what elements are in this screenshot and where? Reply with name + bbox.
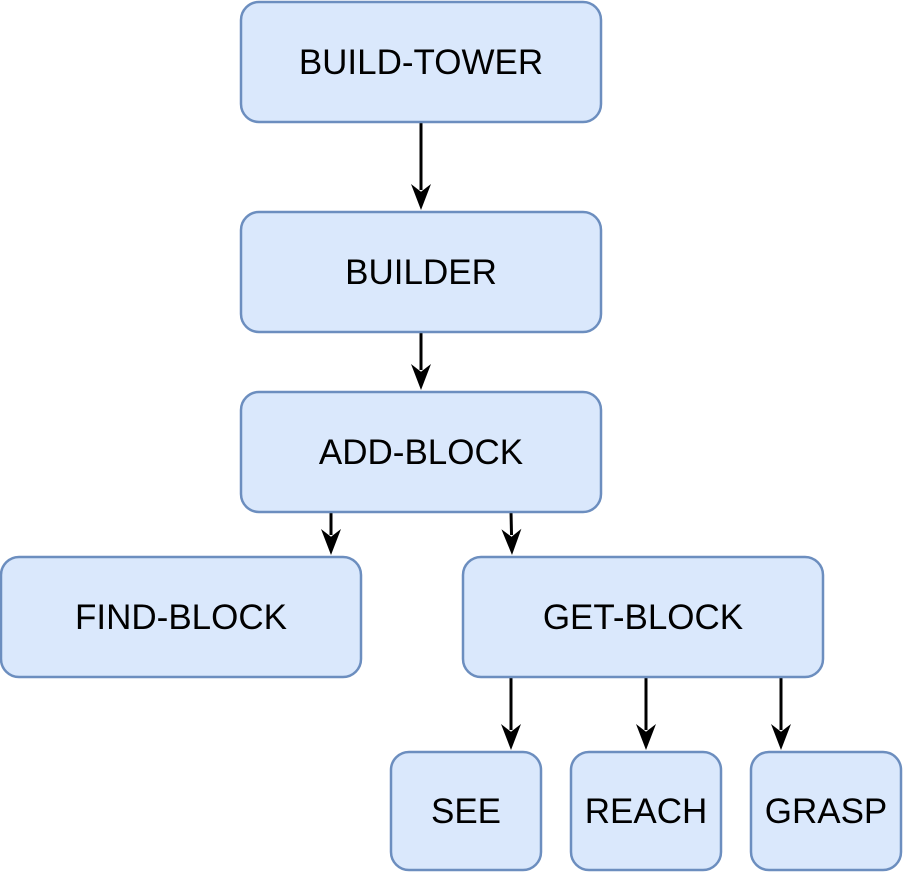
node-box-builder <box>239 210 603 334</box>
edge-get-block-to-reach <box>636 677 656 750</box>
node-label-add-block: ADD-BLOCK <box>319 433 523 472</box>
arrowhead-icon <box>321 529 341 555</box>
node-build-tower: BUILD-TOWER <box>239 0 603 124</box>
node-label-build-tower: BUILD-TOWER <box>299 43 543 82</box>
edge-add-block-to-get-block <box>501 511 522 555</box>
node-label-builder: BUILDER <box>345 253 497 292</box>
node-builder: BUILDER <box>239 210 603 334</box>
node-box-build-tower <box>239 0 603 124</box>
arrowhead-icon <box>771 724 791 750</box>
node-get-block: GET-BLOCK <box>461 555 825 679</box>
edges-layer <box>321 122 791 750</box>
edge-get-block-to-grasp <box>771 677 791 750</box>
arrowhead-icon <box>636 724 656 750</box>
edge-get-block-to-see <box>501 677 521 750</box>
node-label-reach: REACH <box>585 792 708 831</box>
edge-build-tower-to-builder <box>411 122 431 210</box>
arrowhead-icon <box>411 364 431 390</box>
node-label-see: SEE <box>431 792 501 831</box>
edge-line <box>509 511 514 536</box>
edge-add-block-to-find-block <box>321 512 341 555</box>
node-box-grasp <box>749 750 903 872</box>
node-label-grasp: GRASP <box>765 792 888 831</box>
node-reach: REACH <box>569 750 723 872</box>
arrowhead-icon <box>411 184 431 210</box>
arrowhead-icon <box>501 528 522 555</box>
node-label-get-block: GET-BLOCK <box>543 598 743 637</box>
node-box-find-block <box>0 555 363 679</box>
node-see: SEE <box>389 750 543 872</box>
node-add-block: ADD-BLOCK <box>239 390 603 514</box>
node-find-block: FIND-BLOCK <box>0 555 363 679</box>
node-box-add-block <box>239 390 603 514</box>
arrowhead-icon <box>501 724 521 750</box>
node-grasp: GRASP <box>749 750 903 872</box>
node-box-get-block <box>461 555 825 679</box>
node-box-reach <box>569 750 723 872</box>
edge-builder-to-add-block <box>411 332 431 390</box>
node-box-see <box>389 750 543 872</box>
node-label-find-block: FIND-BLOCK <box>75 598 287 637</box>
